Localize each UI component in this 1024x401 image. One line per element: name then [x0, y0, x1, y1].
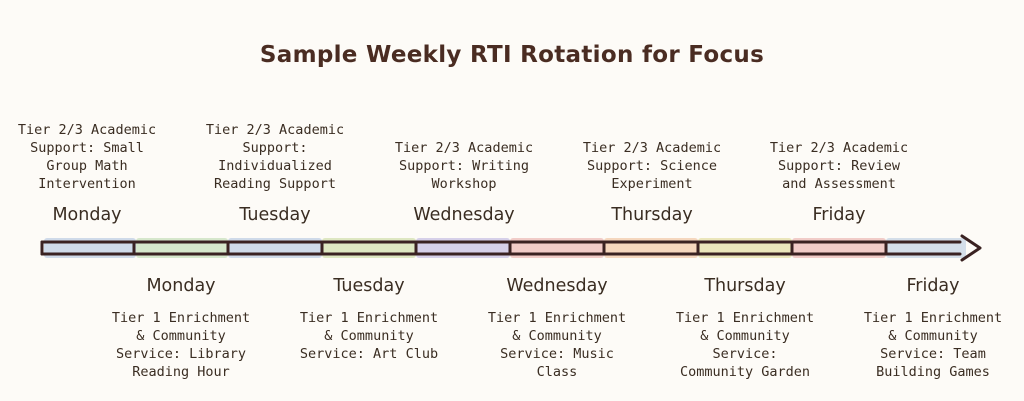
top-wednesday-description: Tier 2/3 Academic Support: Writing Works… — [394, 140, 534, 192]
bottom-monday-description: Tier 1 Enrichment & Community Service: L… — [111, 310, 251, 380]
top-tuesday-label: Tuesday — [239, 205, 311, 225]
arrow-outline — [40, 234, 982, 262]
bottom-friday-description: Tier 1 Enrichment & Community Service: T… — [863, 310, 1003, 380]
bottom-wednesday-label: Wednesday — [506, 276, 608, 296]
bottom-thursday-label: Thursday — [704, 276, 786, 296]
top-tuesday-description: Tier 2/3 Academic Support: Individualize… — [205, 122, 345, 192]
bottom-friday-label: Friday — [906, 276, 960, 296]
top-friday-description: Tier 2/3 Academic Support: Review and As… — [769, 140, 909, 192]
bottom-tuesday-label: Tuesday — [333, 276, 405, 296]
top-friday-label: Friday — [812, 205, 866, 225]
bottom-thursday-description: Tier 1 Enrichment & Community Service: C… — [675, 310, 815, 380]
top-monday-label: Monday — [52, 205, 122, 225]
bottom-wednesday-description: Tier 1 Enrichment & Community Service: M… — [487, 310, 627, 380]
timeline-arrow — [40, 234, 982, 262]
top-thursday-description: Tier 2/3 Academic Support: Science Exper… — [582, 140, 722, 192]
top-wednesday-label: Wednesday — [413, 205, 515, 225]
bottom-tuesday-description: Tier 1 Enrichment & Community Service: A… — [299, 310, 439, 362]
bottom-monday-label: Monday — [146, 276, 216, 296]
top-monday-description: Tier 2/3 Academic Support: Small Group M… — [17, 122, 157, 192]
diagram-title: Sample Weekly RTI Rotation for Focus — [259, 42, 765, 68]
top-thursday-label: Thursday — [611, 205, 693, 225]
